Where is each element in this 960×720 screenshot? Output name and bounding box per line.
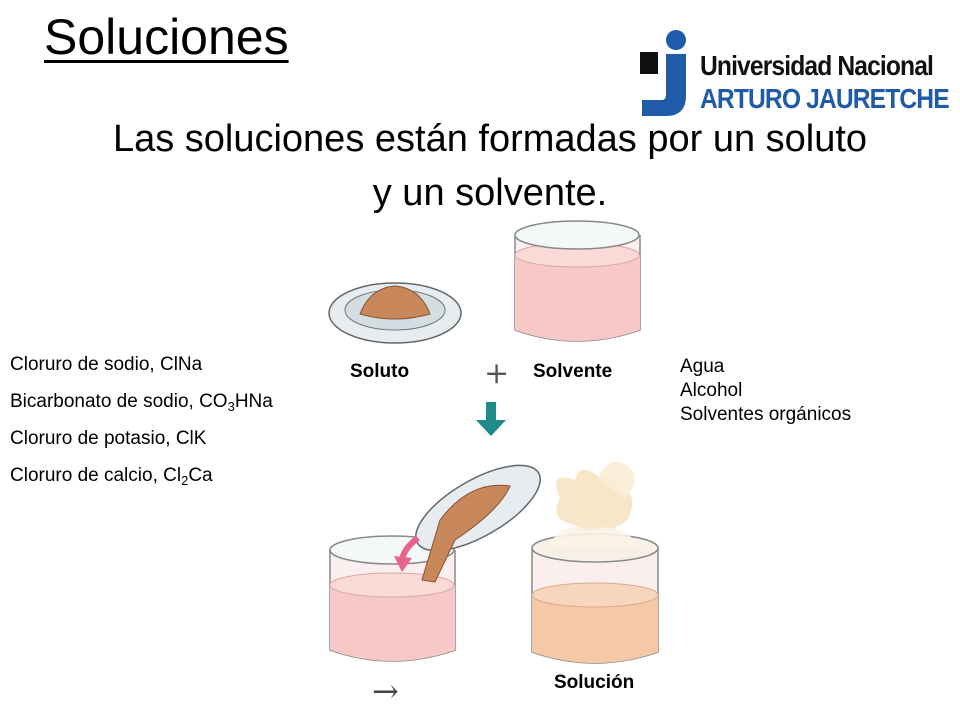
list-item: Agua <box>680 356 725 377</box>
university-name-line2: ARTURO JAURETCHE <box>700 83 950 114</box>
list-item: Cloruro de sodio, ClNa <box>10 354 203 375</box>
list-item: Solventes orgánicos <box>680 404 852 425</box>
university-name-line1: Universidad Nacional <box>700 50 934 81</box>
list-item: Alcohol <box>680 380 743 401</box>
down-arrow-icon <box>476 402 506 436</box>
university-logo-mark <box>640 30 686 116</box>
list-item: Bicarbonato de sodio, CO3HNa <box>10 391 273 414</box>
list-item: Cloruro de calcio, Cl2Ca <box>10 465 213 488</box>
solvent-examples-list: Agua Alcohol Solventes orgánicos <box>680 355 851 427</box>
pouring-illustration <box>329 464 541 662</box>
solution-beaker-illustration <box>531 461 659 664</box>
solucion-label: Solución <box>554 672 635 693</box>
plus-symbol: + <box>484 356 510 391</box>
solvent-beaker-illustration <box>514 220 641 342</box>
right-arrow-icon: → <box>372 672 399 710</box>
solvente-label: Solvente <box>533 361 613 382</box>
solute-plate-illustration <box>328 282 462 344</box>
slide-title: Soluciones <box>44 9 289 65</box>
soluto-label: Soluto <box>350 361 410 382</box>
solute-examples-list: Cloruro de sodio, ClNa Bicarbonato de so… <box>10 349 273 497</box>
slide-subtitle: Las soluciones están formadas por un sol… <box>112 118 868 214</box>
list-item: Cloruro de potasio, ClK <box>10 428 207 449</box>
